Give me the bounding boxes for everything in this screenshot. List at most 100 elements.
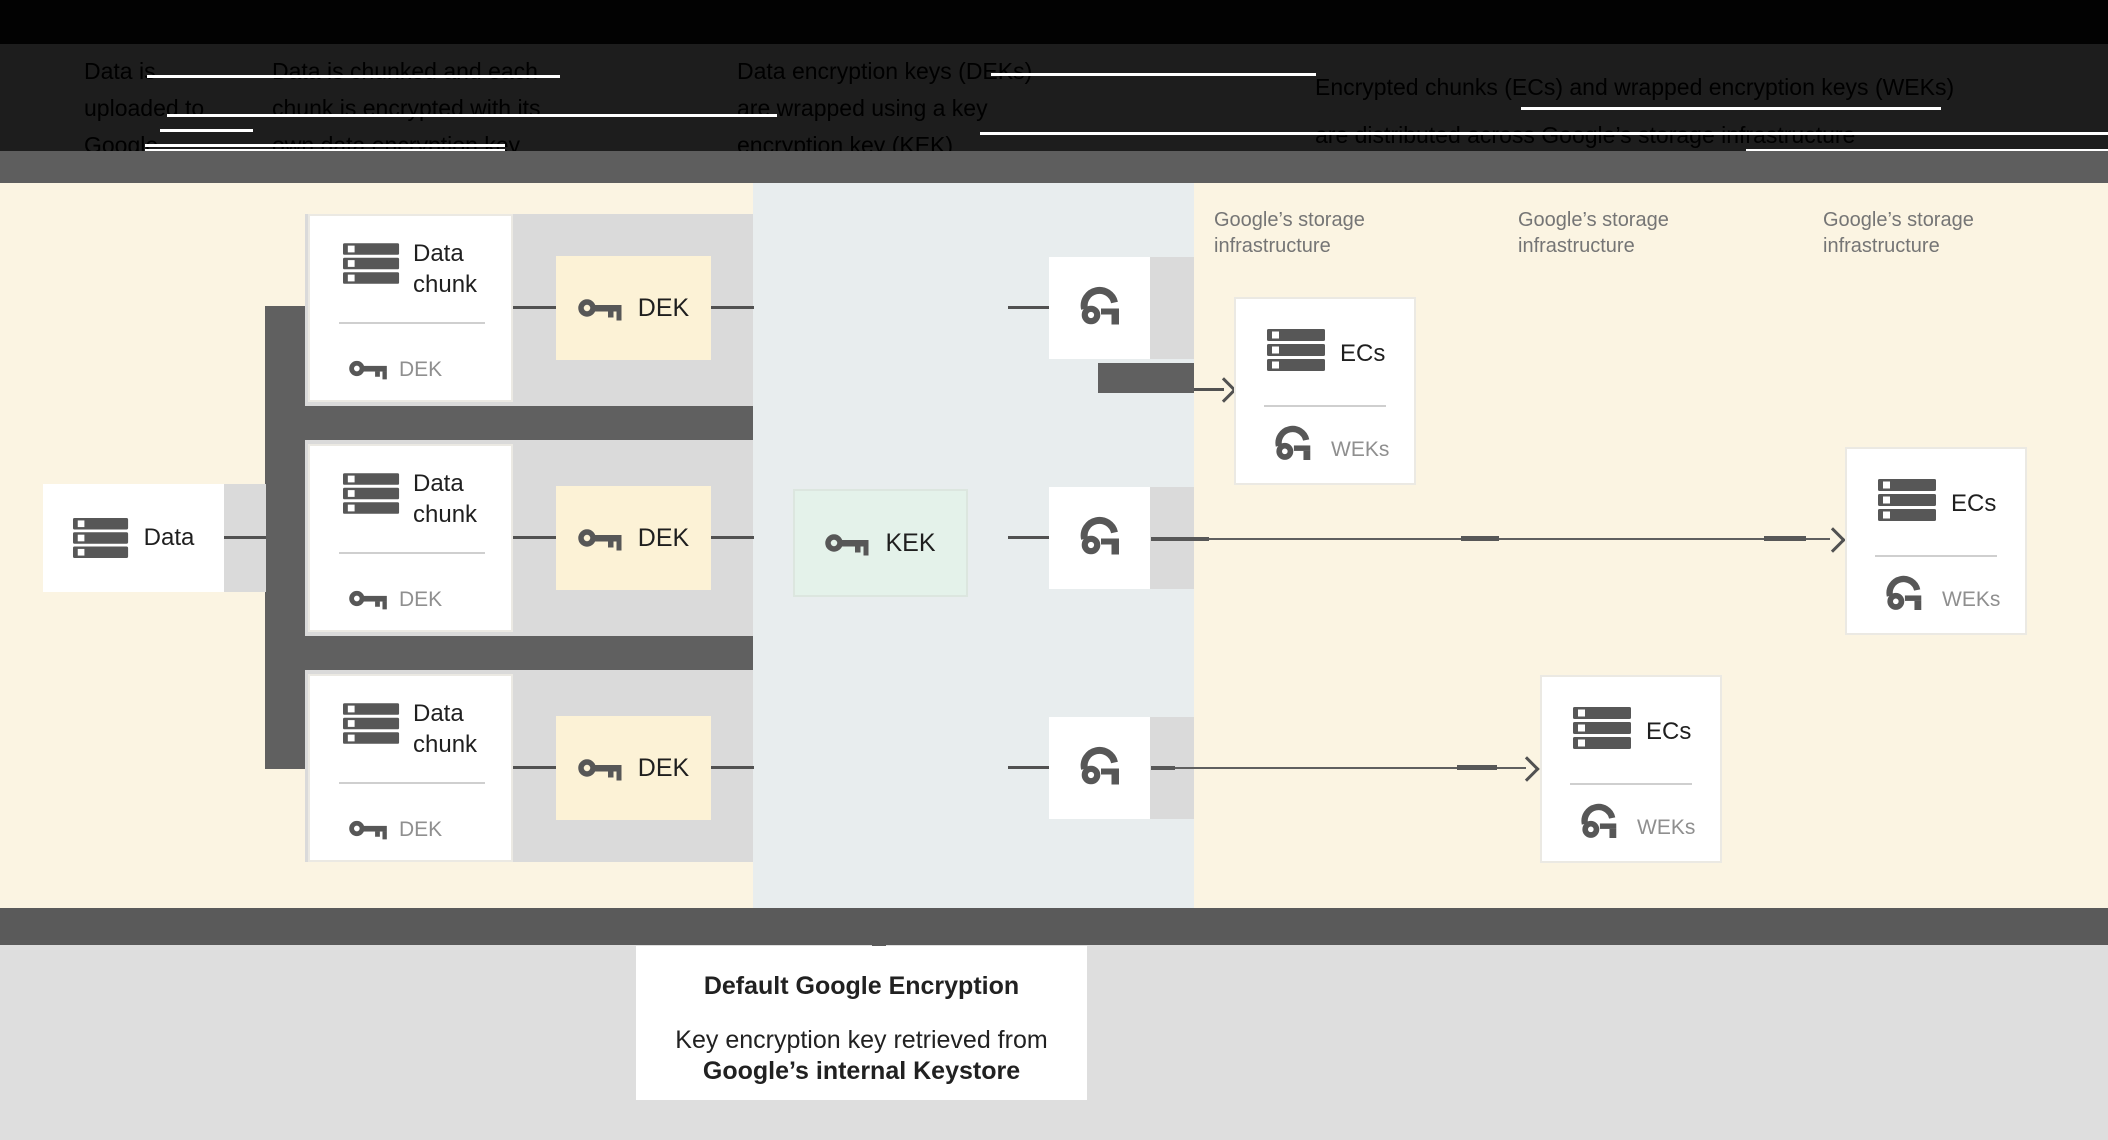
divider — [339, 552, 485, 554]
dek-label: DEK — [637, 523, 690, 552]
ecs-label: ECs — [1951, 490, 1997, 517]
caption-card: Default Google Encryption Key encryption… — [636, 946, 1087, 1100]
database-icon — [1573, 707, 1633, 749]
row-separator-bar — [305, 406, 753, 440]
caption-title: Default Google Encryption — [703, 972, 1020, 1000]
database-icon — [343, 703, 401, 744]
data-chunk-box-3: Data chunk DEK — [308, 674, 513, 862]
header-step-4: Encrypted chunks (ECs) and wrapped encry… — [1315, 74, 1955, 148]
database-icon — [1878, 479, 1938, 521]
wrapped-key-icon — [1078, 286, 1122, 330]
dek-box-1: DEK — [556, 256, 711, 360]
chunk-title: Data chunk — [413, 700, 478, 758]
storage-infrastructure-label: Google’s storage infrastructure — [1214, 209, 1365, 257]
row-separator-bar — [305, 636, 753, 670]
ecs-label: ECs — [1646, 718, 1692, 745]
wrapped-key-box-3 — [1049, 717, 1150, 819]
connector-line — [1008, 536, 1049, 539]
kek-box: KEK — [793, 489, 968, 597]
arrow-dark-segment — [1461, 536, 1499, 541]
key-icon — [349, 587, 389, 610]
weks-sub-label: WEKs — [1942, 588, 2001, 611]
database-icon — [343, 473, 401, 514]
arrow-dark-segment — [1151, 766, 1175, 770]
key-icon — [825, 530, 871, 556]
connector-line — [222, 536, 266, 539]
dek-sub-label: DEK — [399, 588, 443, 611]
storage-infrastructure-label: Google’s storage infrastructure — [1823, 209, 1974, 257]
key-icon — [578, 295, 624, 321]
wrapped-key-icon — [1883, 575, 1925, 615]
dek-sub-label: DEK — [399, 818, 443, 841]
header-step-3: Data encryption keys (DEKs) are wrapped … — [737, 58, 1033, 158]
dek-sub-label: DEK — [399, 358, 443, 381]
wrapped-key-box-1 — [1049, 257, 1150, 359]
kek-label: KEK — [885, 528, 936, 557]
ecs-box-3: ECs WEKs — [1540, 675, 1722, 863]
arrow-line — [1194, 388, 1224, 391]
arrow-dark-segment — [1151, 537, 1209, 541]
connector-line — [711, 306, 754, 309]
weks-sub-label: WEKs — [1637, 816, 1696, 839]
caption-text: Key encryption key retrieved from Google… — [636, 1025, 1087, 1087]
wrapped-key-icon — [1272, 425, 1314, 465]
data-chunk-box-1: Data chunk DEK — [308, 214, 513, 402]
strike-line — [980, 132, 2108, 135]
dek-label: DEK — [637, 293, 690, 322]
data-label: Data — [143, 524, 195, 551]
top-grey-bar — [0, 151, 2108, 183]
header-step-1: Data is uploaded to Google — [84, 58, 205, 158]
connector-line — [513, 766, 556, 769]
chunk-title: Data chunk — [413, 240, 478, 298]
key-icon — [578, 525, 624, 551]
chunk-title: Data chunk — [413, 470, 478, 528]
wrapped-key-icon — [1078, 516, 1122, 560]
divider — [1875, 555, 1997, 557]
strike-line — [145, 149, 505, 152]
storage-infrastructure-label: Google’s storage infrastructure — [1518, 209, 1669, 257]
strike-line — [991, 73, 1316, 76]
arrow-dark-segment — [1764, 536, 1806, 541]
arrow-line — [1151, 767, 1526, 769]
ecs-box-1: ECs WEKs — [1234, 297, 1416, 485]
key-icon — [578, 755, 624, 781]
dek-box-3: DEK — [556, 716, 711, 820]
divider — [339, 322, 485, 324]
connector-line — [513, 536, 556, 539]
connector-line — [711, 766, 754, 769]
arrow-dark-segment — [1457, 765, 1497, 770]
caption-line-2: Google’s internal Keystore — [702, 1057, 1021, 1085]
strike-line — [160, 129, 253, 132]
ecs-label: ECs — [1340, 340, 1386, 367]
database-icon — [343, 243, 401, 284]
divider — [339, 782, 485, 784]
connector-line — [513, 306, 556, 309]
ecs-box-2: ECs WEKs — [1845, 447, 2027, 635]
dek-label: DEK — [637, 753, 690, 782]
caption-line-1: Key encryption key retrieved from — [675, 1026, 1048, 1054]
strike-line — [167, 114, 777, 117]
strike-line — [147, 75, 560, 78]
key-icon — [349, 357, 389, 380]
key-box-strip — [1150, 257, 1194, 359]
weks-sub-label: WEKs — [1331, 438, 1390, 461]
strike-line — [1746, 149, 2108, 152]
data-box: Data — [43, 484, 224, 592]
connector-line — [711, 536, 754, 539]
dek-box-2: DEK — [556, 486, 711, 590]
key-icon — [349, 817, 389, 840]
database-icon — [1267, 329, 1327, 371]
connector-line — [1008, 766, 1049, 769]
fanout-vertical-bar — [265, 306, 305, 769]
divider — [1570, 783, 1692, 785]
connector-line — [1008, 306, 1049, 309]
wrapped-key-icon — [1078, 746, 1122, 790]
strike-line — [1521, 107, 1941, 110]
wrapped-key-box-2 — [1049, 487, 1150, 589]
divider — [1264, 405, 1386, 407]
header-redacted: Data is uploaded to Google Data is chunk… — [0, 0, 2108, 195]
database-icon — [73, 518, 130, 558]
bottom-grey-bar — [0, 908, 2108, 945]
wrapped-key-pipe — [1098, 363, 1194, 393]
